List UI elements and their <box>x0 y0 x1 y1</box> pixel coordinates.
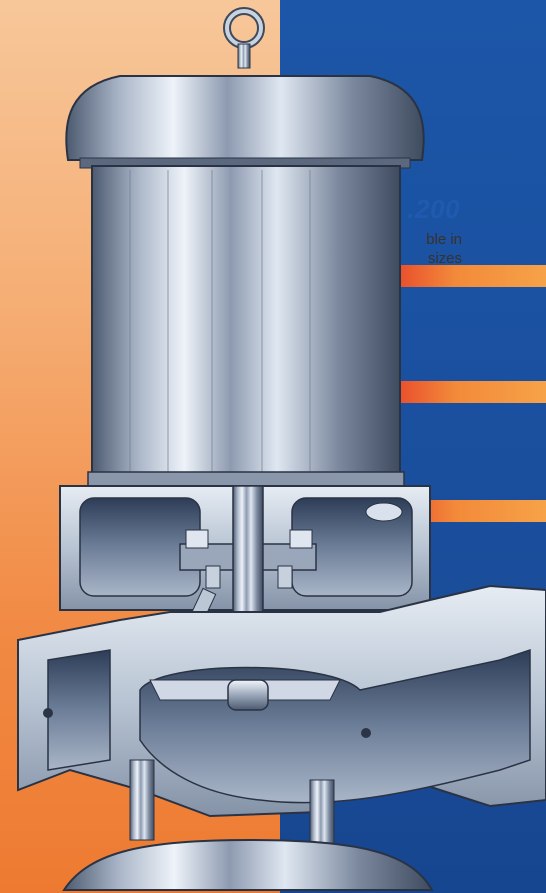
lifting-eye <box>223 7 265 69</box>
orange-stripe-bottom <box>395 500 546 522</box>
caption-line-2: sizes <box>427 250 462 267</box>
motor-housing <box>91 165 401 477</box>
motor-cap <box>65 75 425 161</box>
orange-stripe-top <box>395 265 546 287</box>
caption-line-1: ble in <box>426 231 462 248</box>
orange-stripe-middle <box>395 381 546 403</box>
model-number-heading: .200 <box>407 194 460 224</box>
pump-base <box>62 759 434 891</box>
volute-casing <box>17 584 546 818</box>
availability-caption: ble in sizes <box>372 230 462 268</box>
